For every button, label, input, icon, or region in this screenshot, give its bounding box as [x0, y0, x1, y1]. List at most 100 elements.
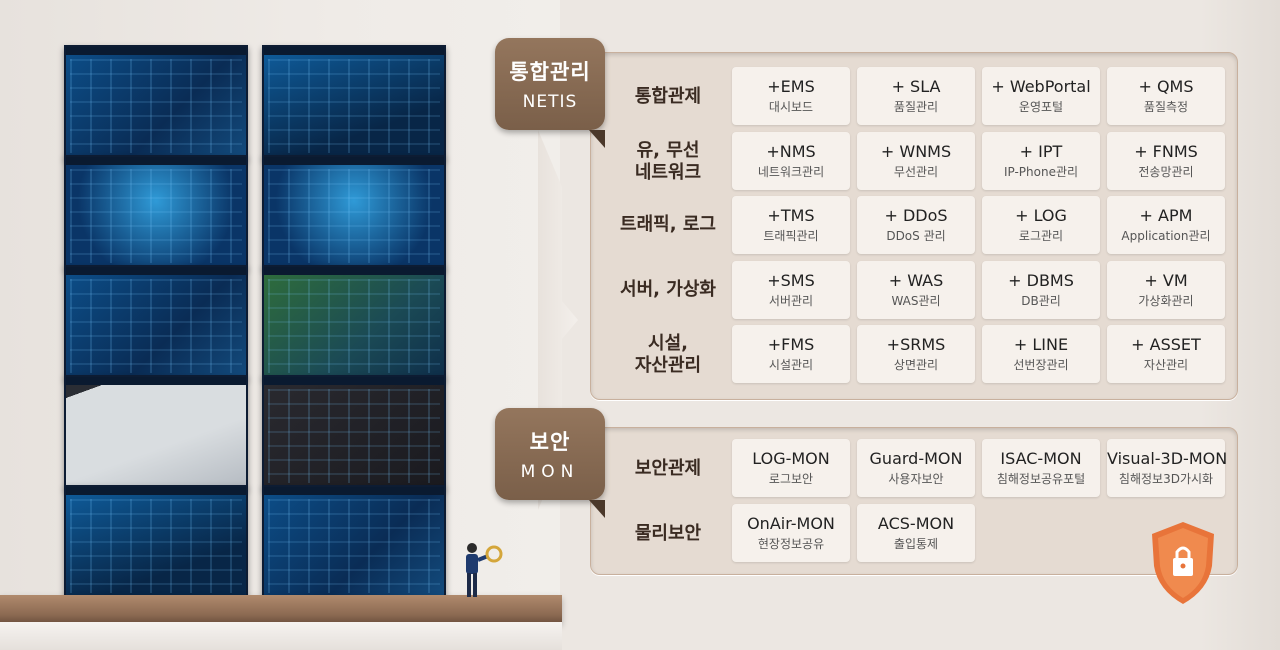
- module-name: +EMS: [767, 77, 815, 96]
- dashboard-thumbnail: [64, 265, 248, 379]
- module-name: + QMS: [1138, 77, 1194, 96]
- module-card[interactable]: +TMS 트래픽관리: [732, 196, 850, 254]
- shelf-base: [0, 622, 562, 650]
- module-desc: Application관리: [1121, 229, 1211, 243]
- module-desc: 전송망관리: [1138, 165, 1194, 179]
- module-desc: 대시보드: [768, 100, 814, 114]
- module-name: +TMS: [767, 206, 815, 225]
- module-name: + ASSET: [1131, 335, 1201, 354]
- module-desc: 선번장관리: [1013, 358, 1069, 372]
- dashboard-thumbnail: [262, 155, 446, 269]
- integrated-tag-subtitle: NETIS: [522, 92, 578, 112]
- module-name: +SMS: [767, 271, 815, 290]
- module-card[interactable]: +SRMS 상면관리: [857, 325, 975, 383]
- module-card[interactable]: + ASSET 자산관리: [1107, 325, 1225, 383]
- module-card[interactable]: + WebPortal 운영포털: [982, 67, 1100, 125]
- security-tag-subtitle: MON: [520, 462, 580, 482]
- module-name: OnAir-MON: [747, 514, 835, 533]
- module-desc: 품질관리: [893, 100, 939, 114]
- module-name: Guard-MON: [869, 449, 963, 468]
- module-name: + FNMS: [1134, 142, 1198, 161]
- module-desc: 네트워크관리: [757, 165, 825, 179]
- module-card[interactable]: + QMS 품질측정: [1107, 67, 1225, 125]
- module-name: Visual-3D-MON: [1107, 449, 1228, 468]
- module-name: + APM: [1139, 206, 1193, 225]
- module-card[interactable]: ISAC-MON 침해정보공유포털: [982, 439, 1100, 497]
- module-desc: DB관리: [1021, 294, 1061, 308]
- module-desc: 로그보안: [768, 472, 814, 486]
- module-name: + LINE: [1013, 335, 1069, 354]
- module-desc: 서버관리: [768, 294, 814, 308]
- module-name: + VM: [1144, 271, 1188, 290]
- module-desc: 운영포털: [1018, 100, 1064, 114]
- module-desc: 로그관리: [1018, 229, 1064, 243]
- module-desc: DDoS 관리: [886, 229, 946, 243]
- dashboard-thumbnail: [64, 485, 248, 599]
- security-tag: 보안 MON: [495, 408, 605, 518]
- module-name: ISAC-MON: [1000, 449, 1082, 468]
- module-card[interactable]: ACS-MON 출입통제: [857, 504, 975, 562]
- module-card[interactable]: + FNMS 전송망관리: [1107, 132, 1225, 190]
- dashboard-thumbnail: [64, 45, 248, 159]
- category-label: 보안관제: [634, 458, 702, 479]
- module-desc: WAS관리: [891, 294, 941, 308]
- module-name: + WAS: [888, 271, 944, 290]
- module-desc: 가상화관리: [1138, 294, 1194, 308]
- module-card[interactable]: LOG-MON 로그보안: [732, 439, 850, 497]
- module-name: +FMS: [767, 335, 815, 354]
- category-label: 통합관제: [634, 86, 702, 107]
- dashboard-thumbnail: [64, 155, 248, 269]
- security-tag-title: 보안: [529, 430, 571, 454]
- module-name: LOG-MON: [752, 449, 830, 468]
- module-name: +NMS: [766, 142, 816, 161]
- module-name: ACS-MON: [877, 514, 955, 533]
- module-desc: 자산관리: [1143, 358, 1189, 372]
- module-card[interactable]: Guard-MON 사용자보안: [857, 439, 975, 497]
- module-card[interactable]: + WAS WAS관리: [857, 261, 975, 319]
- module-desc: 무선관리: [893, 165, 939, 179]
- integrated-tag-title: 통합관리: [509, 60, 591, 84]
- module-card[interactable]: +FMS 시설관리: [732, 325, 850, 383]
- module-name: +SRMS: [886, 335, 946, 354]
- category-label: 서버, 가상화: [620, 279, 716, 300]
- module-card[interactable]: + LINE 선번장관리: [982, 325, 1100, 383]
- module-desc: 트래픽관리: [763, 229, 819, 243]
- dashboard-thumbnail: [262, 375, 446, 489]
- category-label: 물리보안: [634, 523, 702, 544]
- module-card[interactable]: + IPT IP-Phone관리: [982, 132, 1100, 190]
- module-card[interactable]: OnAir-MON 현장정보공유: [732, 504, 850, 562]
- person-magnifier-icon: [466, 543, 503, 597]
- module-desc: 침해정보3D가시화: [1118, 472, 1214, 486]
- module-desc: 침해정보공유포털: [996, 472, 1086, 486]
- module-card[interactable]: + WNMS 무선관리: [857, 132, 975, 190]
- module-card[interactable]: + SLA 품질관리: [857, 67, 975, 125]
- module-name: + DDoS: [884, 206, 948, 225]
- module-name: + WNMS: [880, 142, 952, 161]
- module-card[interactable]: + DDoS DDoS 관리: [857, 196, 975, 254]
- category-label: 유, 무선 네트워크: [634, 140, 702, 183]
- module-card[interactable]: Visual-3D-MON 침해정보3D가시화: [1107, 439, 1228, 497]
- module-card[interactable]: + APM Application관리: [1107, 196, 1225, 254]
- dashboard-thumbnail: [262, 45, 446, 159]
- module-desc: 시설관리: [768, 358, 814, 372]
- module-desc: 품질측정: [1143, 100, 1189, 114]
- category-label: 시설, 자산관리: [634, 333, 702, 376]
- module-desc: 사용자보안: [888, 472, 944, 486]
- module-name: + IPT: [1019, 142, 1063, 161]
- module-name: + WebPortal: [991, 77, 1091, 96]
- module-desc: 출입통제: [893, 537, 939, 551]
- module-name: + SLA: [891, 77, 941, 96]
- shield-lock-icon: [1152, 522, 1214, 604]
- category-label: 트래픽, 로그: [620, 214, 716, 235]
- module-card[interactable]: +NMS 네트워크관리: [732, 132, 850, 190]
- module-desc: 현장정보공유: [757, 537, 825, 551]
- dashboard-thumbnail: [262, 485, 446, 599]
- module-card[interactable]: +EMS 대시보드: [732, 67, 850, 125]
- module-desc: IP-Phone관리: [1003, 165, 1079, 179]
- module-card[interactable]: +SMS 서버관리: [732, 261, 850, 319]
- module-desc: 상면관리: [893, 358, 939, 372]
- dashboard-thumbnail: [262, 265, 446, 379]
- module-card[interactable]: + VM 가상화관리: [1107, 261, 1225, 319]
